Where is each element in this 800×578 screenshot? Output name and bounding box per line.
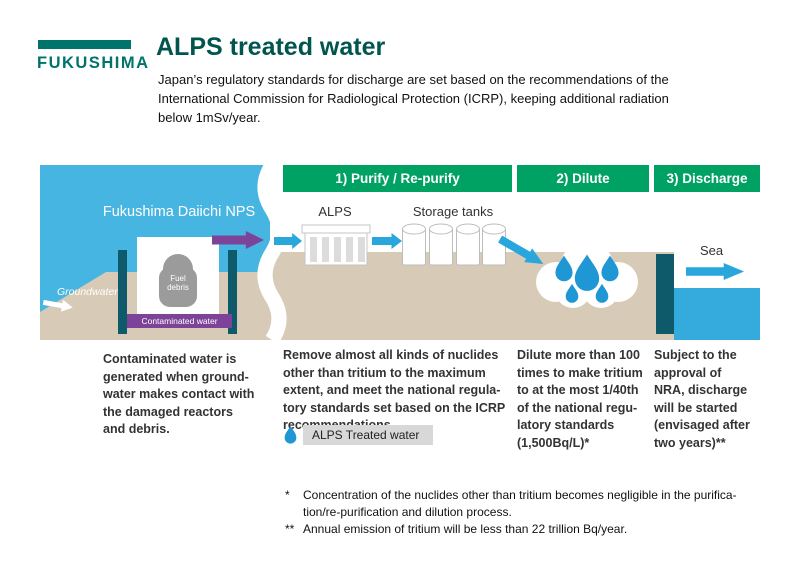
wave-divider (257, 165, 287, 340)
step-header-dilute: 2) Dilute (517, 165, 649, 192)
sea-water (674, 288, 760, 340)
groundwater-label: Groundwater (57, 286, 118, 298)
site-label: Fukushima Daiichi NPS (102, 204, 256, 220)
footnote-1-marker: * (285, 488, 290, 502)
alps-treated-water-label: ALPS Treated water (303, 424, 434, 445)
water-drop-icon (284, 426, 297, 444)
sea-label: Sea (700, 243, 724, 258)
footnote-2-text: Annual emission of tritium will be less … (303, 522, 628, 537)
fuel-debris-label: Fuel debris (167, 274, 189, 293)
logo-bar (38, 40, 131, 49)
alps-label: ALPS (318, 204, 352, 219)
description-discharge: Subject to the approval of NRA, discharg… (654, 348, 750, 450)
flow-arrow-to-alps-icon (274, 233, 302, 249)
step-header-purify: 1) Purify / Re-purify (283, 165, 512, 192)
groundwater-arrow-icon (42, 299, 73, 312)
contaminated-water-label: Contaminated water (127, 314, 232, 328)
description-contaminated-water: Contaminated water is generated when gro… (103, 352, 255, 436)
flow-arrow-to-tanks-icon (372, 233, 402, 249)
description-purify: Remove almost all kinds of nuclides othe… (283, 348, 506, 432)
impermeable-wall-left (118, 250, 127, 334)
page-subtitle: Japan’s regulatory standards for dischar… (158, 72, 669, 125)
dilution-cloud-icon (536, 240, 638, 308)
fuel-debris-icon (159, 254, 197, 307)
footnote-1-text: Concentration of the nuclides other than… (303, 488, 737, 520)
footnote-2: ** Annual emission of tritium will be le… (285, 521, 775, 538)
alps-treated-water-legend: ALPS Treated water (283, 424, 434, 445)
discharge-arrow-icon (686, 263, 744, 280)
footnote-2-marker: ** (285, 522, 295, 537)
flow-arrow-to-dilution-icon (498, 235, 544, 264)
page-title: ALPS treated water (156, 33, 386, 61)
storage-tanks-icon (402, 223, 506, 266)
footnotes: * Concentration of the nuclides other th… (285, 487, 775, 538)
fukushima-logo: FUKUSHIMA (37, 54, 150, 72)
contaminated-water-arrow-icon (212, 231, 264, 249)
impermeable-wall-right (228, 250, 237, 334)
storage-tanks-label: Storage tanks (412, 204, 494, 219)
step-header-discharge: 3) Discharge (654, 165, 760, 192)
discharge-outlet (656, 254, 674, 334)
footnote-1: * Concentration of the nuclides other th… (285, 487, 775, 521)
description-dilute: Dilute more than 100 times to make triti… (517, 348, 643, 450)
alps-building-icon (301, 224, 371, 266)
